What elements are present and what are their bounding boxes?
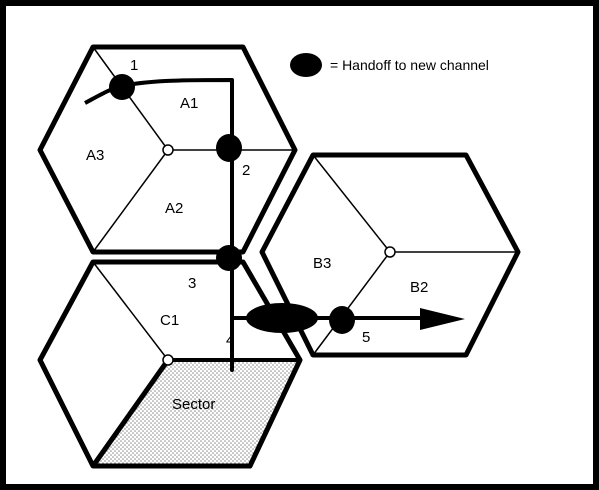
cell-c-base-station [162, 354, 174, 366]
sector-label-b2: B2 [410, 279, 428, 296]
cell-b-base-station [384, 246, 396, 258]
handoff-marker-5 [329, 306, 355, 334]
shaded-sector [93, 360, 300, 466]
cell-a-sector-divider-1 [92, 46, 169, 151]
handoff-marker-3 [216, 245, 242, 271]
sector-label-a3: A3 [86, 147, 104, 164]
legend: = Handoff to new channel [290, 53, 489, 77]
sector-label-a1: A1 [180, 95, 198, 112]
handoff-label-3: 3 [188, 275, 196, 292]
handoff-label-5: 5 [362, 329, 370, 346]
path-arrowhead [420, 308, 465, 330]
handoff-label-4: 4 [226, 332, 234, 349]
handoff-label-1: 1 [130, 57, 138, 74]
cell-a-sector-divider-3 [92, 149, 169, 253]
cell-c-outline [37, 259, 303, 469]
cell-c-sector-divider-1 [92, 261, 169, 361]
handoff-marker-2 [216, 134, 242, 162]
cell-c-sector-divider-3 [90, 358, 171, 468]
cell-a [37, 44, 298, 255]
sector-label-b3: B3 [313, 255, 331, 272]
shaded-sector-label: Sector [172, 396, 215, 413]
cell-a-outline [37, 44, 298, 255]
cell-b-outline [259, 152, 521, 358]
legend-text: = Handoff to new channel [330, 57, 489, 73]
sector-label-c1: C1 [160, 312, 179, 329]
mobile-path [84, 78, 448, 372]
legend-marker-icon [290, 53, 322, 77]
handoff-marker-4 [246, 303, 318, 333]
handoff-label-2: 2 [242, 162, 250, 179]
cell-b [259, 152, 521, 358]
cell-b-sector-divider-1 [312, 154, 391, 253]
handoff-marker-1 [109, 74, 135, 100]
cell-b-sector-divider-3 [312, 251, 391, 356]
cell-c [37, 259, 303, 469]
cell-a-base-station [162, 144, 174, 156]
sector-label-a2: A2 [165, 200, 183, 217]
